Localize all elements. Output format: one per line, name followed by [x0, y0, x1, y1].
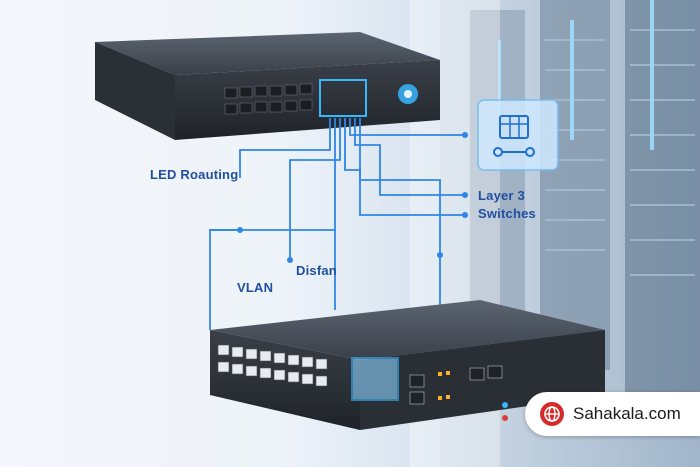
bottom-network-switch [210, 300, 605, 430]
label-disfan: Disfan [296, 263, 337, 278]
label-led-routing: LED Roauting [150, 167, 239, 182]
watermark-text: Sahakala.com [573, 404, 681, 423]
routing-lines [209, 118, 465, 330]
top-network-switch [95, 32, 440, 140]
globe-icon [540, 402, 564, 426]
label-vlan: VLAN [237, 280, 274, 295]
label-switches: Switches [478, 206, 536, 221]
watermark-badge: Sahakala.com [525, 392, 700, 436]
device-icon-panel [477, 99, 559, 171]
label-layer3: Layer 3 [478, 188, 525, 203]
